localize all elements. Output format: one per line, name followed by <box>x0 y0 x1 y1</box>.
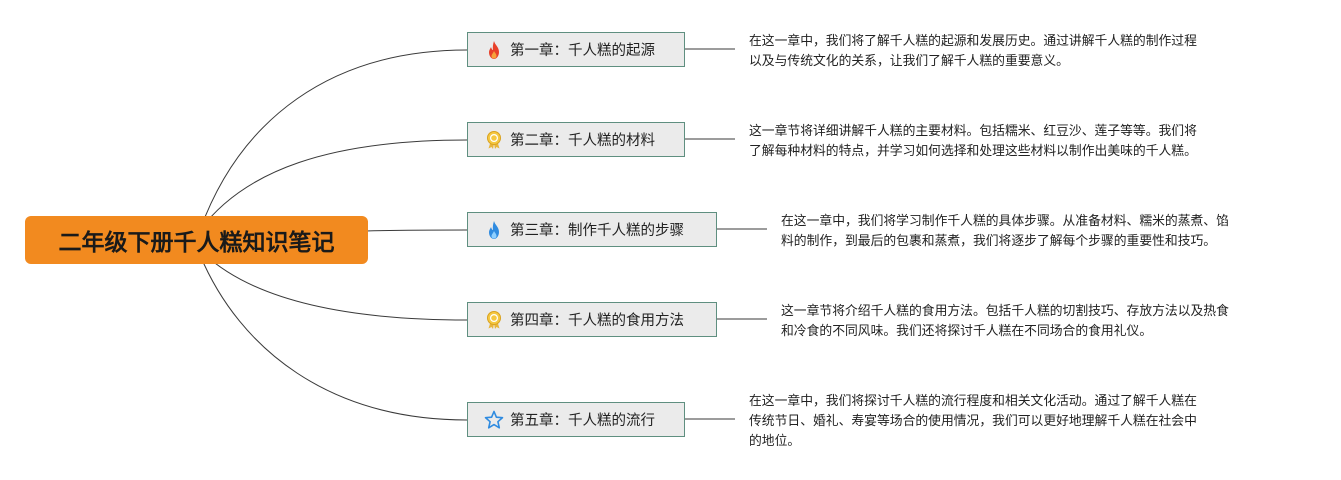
chapter-2-description-line: 了解每种材料的特点，并学习如何选择和处理这些材料以制作出美味的千人糕。 <box>749 144 1197 159</box>
chapter-1-label: 第一章：千人糕的起源 <box>510 43 655 59</box>
chapter-4-description-line: 和冷食的不同风味。我们还将探讨千人糕在不同场合的食用礼仪。 <box>781 324 1153 339</box>
connector-root-chapter-1 <box>199 49 468 231</box>
star-outline-icon <box>484 410 504 429</box>
chapter-4-description-line: 这一章节将介绍千人糕的食用方法。包括千人糕的切割技巧、存放方法以及热食 <box>781 304 1229 319</box>
chapter-2-description-line: 这一章节将详细讲解千人糕的主要材料。包括糯米、红豆沙、莲子等等。我们将 <box>749 124 1197 139</box>
chapter-5-label: 第五章：千人糕的流行 <box>510 413 655 429</box>
chapter-5-description-line: 在这一章中，我们将探讨千人糕的流行程度和相关文化活动。通过了解千人糕在 <box>749 394 1197 409</box>
connector-root-chapter-5 <box>199 254 468 421</box>
chapter-1-description-line: 在这一章中，我们将了解千人糕的起源和发展历史。通过讲解千人糕的制作过程 <box>749 34 1197 49</box>
chapter-5-description: 在这一章中，我们将探讨千人糕的流行程度和相关文化活动。通过了解千人糕在 传统节日… <box>749 392 1197 452</box>
award-ribbon-icon <box>487 130 501 149</box>
chapter-4-description: 这一章节将介绍千人糕的食用方法。包括千人糕的切割技巧、存放方法以及热食 和冷食的… <box>781 302 1229 342</box>
chapter-1-topic[interactable]: 第一章：千人糕的起源 <box>467 32 685 67</box>
chapter-3-description-line: 在这一章中，我们将学习制作千人糕的具体步骤。从准备材料、糯米的蒸煮、馅 <box>781 214 1229 229</box>
chapter-2-topic[interactable]: 第二章：千人糕的材料 <box>467 122 685 157</box>
chapter-3-label: 第三章：制作千人糕的步骤 <box>510 223 684 239</box>
chapter-1-description: 在这一章中，我们将了解千人糕的起源和发展历史。通过讲解千人糕的制作过程 以及与传… <box>749 32 1197 72</box>
chapter-3-description: 在这一章中，我们将学习制作千人糕的具体步骤。从准备材料、糯米的蒸煮、馅 料的制作… <box>781 212 1229 252</box>
connector-root-chapter-4 <box>199 249 468 321</box>
connector-root-chapter-3 <box>365 229 468 232</box>
award-ribbon-icon <box>487 310 501 329</box>
chapter-4-topic[interactable]: 第四章：千人糕的食用方法 <box>467 302 717 337</box>
chapter-5-description-line: 传统节日、婚礼、寿宴等场合的使用情况，我们可以更好地理解千人糕在社会中 <box>749 414 1197 429</box>
root-topic-label: 二年级下册千人糕知识笔记 <box>58 230 335 256</box>
chapter-5-description-line: 的地位。 <box>749 434 801 449</box>
fire-icon <box>489 40 499 59</box>
connector-root-chapter-2 <box>199 139 468 231</box>
chapter-2-description: 这一章节将详细讲解千人糕的主要材料。包括糯米、红豆沙、莲子等等。我们将 了解每种… <box>749 122 1197 162</box>
chapter-1-description-line: 以及与传统文化的关系，让我们了解千人糕的重要意义。 <box>749 54 1069 69</box>
chapter-2-label: 第二章：千人糕的材料 <box>510 133 655 149</box>
chapter-5-topic[interactable]: 第五章：千人糕的流行 <box>467 402 685 437</box>
chapter-3-topic[interactable]: 第三章：制作千人糕的步骤 <box>467 212 717 247</box>
chapter-3-description-line: 料的制作，到最后的包裹和蒸煮，我们将逐步了解每个步骤的重要性和技巧。 <box>781 234 1217 249</box>
root-topic[interactable]: 二年级下册千人糕知识笔记 <box>25 216 368 264</box>
chapter-4-label: 第四章：千人糕的食用方法 <box>510 313 684 329</box>
flame-blue-icon <box>489 220 499 239</box>
